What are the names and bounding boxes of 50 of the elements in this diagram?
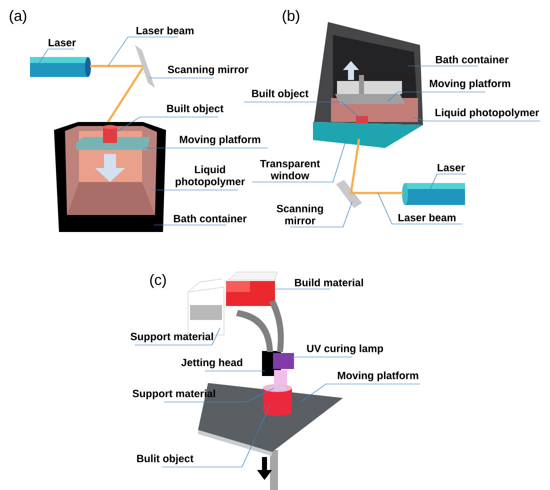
leader-line	[290, 356, 352, 358]
cylinder-drawing	[402, 183, 465, 205]
cylinder-drawing	[30, 57, 91, 77]
leader-line	[388, 92, 486, 102]
part-label: Built object	[167, 104, 224, 114]
part-label: Support material	[130, 332, 213, 342]
leader-line	[204, 370, 266, 372]
part-label: Jetting head	[181, 358, 242, 368]
leader-line	[244, 102, 362, 120]
part-label: Liquid photopolymer	[436, 108, 540, 118]
part-label: UV curing lamp	[307, 344, 384, 354]
leader-line	[154, 224, 226, 226]
leader-line	[134, 328, 220, 346]
leader-line	[38, 48, 74, 66]
part-label: Scanning mirror	[276, 204, 323, 224]
part-label: Scanning mirror	[168, 65, 248, 76]
box-drawing	[273, 353, 294, 369]
leader-line	[150, 76, 214, 78]
leader-line	[272, 288, 330, 290]
leader-line	[252, 140, 346, 182]
part-label: Bulit object	[137, 454, 194, 464]
plate-drawing	[135, 45, 155, 88]
part-label: Built object	[252, 90, 308, 100]
part-label: Bath container	[436, 56, 509, 64]
part-label: Transparent window	[260, 160, 320, 180]
leader-line	[108, 36, 178, 66]
leader-line	[378, 192, 462, 224]
plate-drawing	[336, 180, 362, 208]
leader-line	[412, 116, 540, 122]
part-label: Laser beam	[136, 26, 194, 34]
panel-label: (c)	[150, 274, 166, 288]
box-drawing	[226, 272, 278, 306]
leader-line	[428, 174, 466, 194]
part-label: Laser	[438, 164, 465, 172]
panel-label: (a)	[10, 10, 26, 24]
part-label: Laser	[48, 38, 76, 46]
part-label: Moving platform	[430, 79, 510, 90]
part-label: Moving platform	[338, 371, 418, 382]
part-label: Liquid photopolymer	[176, 166, 245, 188]
part-label: Build material	[295, 278, 363, 286]
leader-line	[144, 146, 268, 148]
plate-drawing	[335, 61, 405, 104]
plate-drawing	[313, 122, 423, 148]
beam-drawing	[350, 138, 403, 194]
part-label: Moving platform	[180, 135, 260, 146]
cylinder-drawing	[103, 125, 117, 143]
part-label: Laser beam	[398, 214, 456, 222]
panel-label: (b)	[282, 10, 300, 24]
leader-line	[290, 202, 352, 228]
part-label: Bath container	[174, 214, 247, 222]
